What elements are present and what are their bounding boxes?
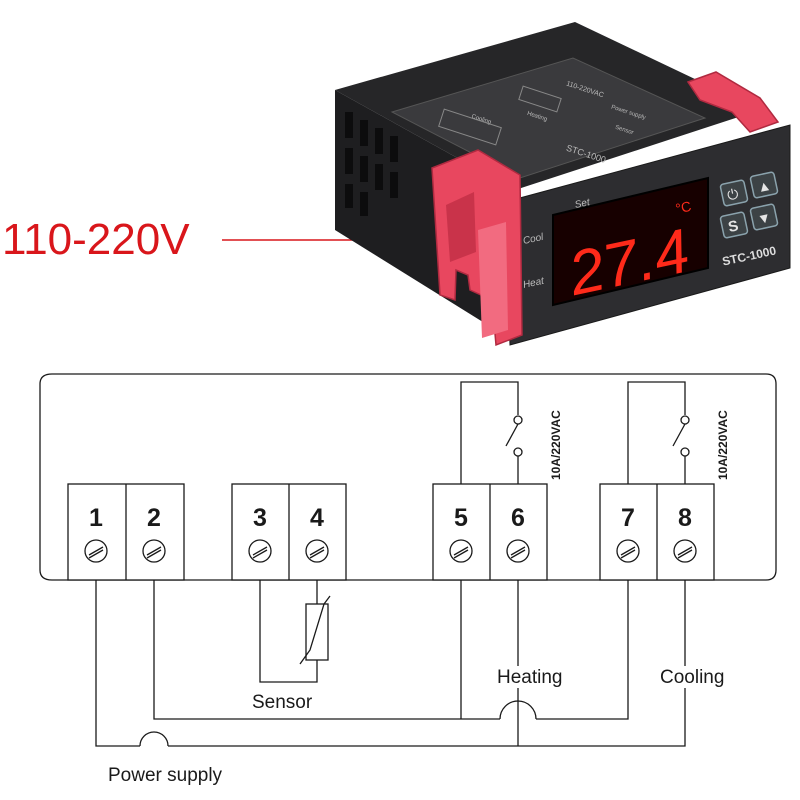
cool-label: Cool — [522, 232, 545, 247]
sensor-wiring — [259, 580, 331, 683]
voltage-label: 110-220V — [2, 215, 190, 264]
sensor-caption: Sensor — [252, 692, 313, 713]
cooling-relay-rating: 10A/220VAC — [716, 410, 730, 480]
wiring-diagram — [39, 373, 777, 747]
display-window — [552, 176, 709, 307]
right-mount-clip — [686, 71, 780, 133]
heating-relay-rating: 10A/220VAC — [549, 410, 563, 480]
heat-label: Heat — [522, 276, 546, 291]
terminal-numbers: 1 2 3 4 5 6 7 8 — [89, 504, 692, 532]
load-wiring — [95, 580, 686, 747]
enclosure-outline — [39, 373, 777, 581]
arrow-up-icon: ▲ — [756, 177, 773, 196]
side-vents — [345, 112, 398, 216]
set-label: Set — [574, 197, 592, 211]
screw-terminals — [84, 539, 697, 563]
cooling-relay — [627, 381, 690, 484]
terminal-1-label: 1 — [89, 504, 103, 532]
top-panel-cooling: Cooling — [471, 114, 492, 126]
thermostat-device: STC-1000 110-220VAC Power supply Heating… — [335, 22, 791, 347]
s-icon: S — [727, 217, 740, 236]
cooling-caption: Cooling — [660, 667, 724, 688]
terminal-2-label: 2 — [147, 504, 161, 532]
terminal-4-label: 4 — [310, 504, 324, 532]
button-set[interactable]: S — [719, 211, 749, 239]
heating-caption: Heating — [497, 667, 563, 688]
heating-relay — [460, 381, 523, 484]
temperature-unit: °C — [674, 198, 693, 217]
terminal-3-label: 3 — [253, 504, 267, 532]
button-power[interactable]: ⏻ — [719, 179, 749, 207]
button-down[interactable]: ▼ — [749, 203, 779, 231]
top-panel-sensor: Sensor — [614, 125, 634, 137]
arrow-down-icon: ▼ — [756, 209, 773, 228]
button-up[interactable]: ▲ — [749, 171, 779, 199]
power-supply-caption: Power supply — [108, 765, 223, 786]
terminal-8-label: 8 — [678, 504, 692, 532]
terminal-7-label: 7 — [621, 504, 635, 532]
terminal-5-label: 5 — [454, 504, 468, 532]
power-icon: ⏻ — [726, 185, 740, 203]
terminal-6-label: 6 — [511, 504, 525, 532]
